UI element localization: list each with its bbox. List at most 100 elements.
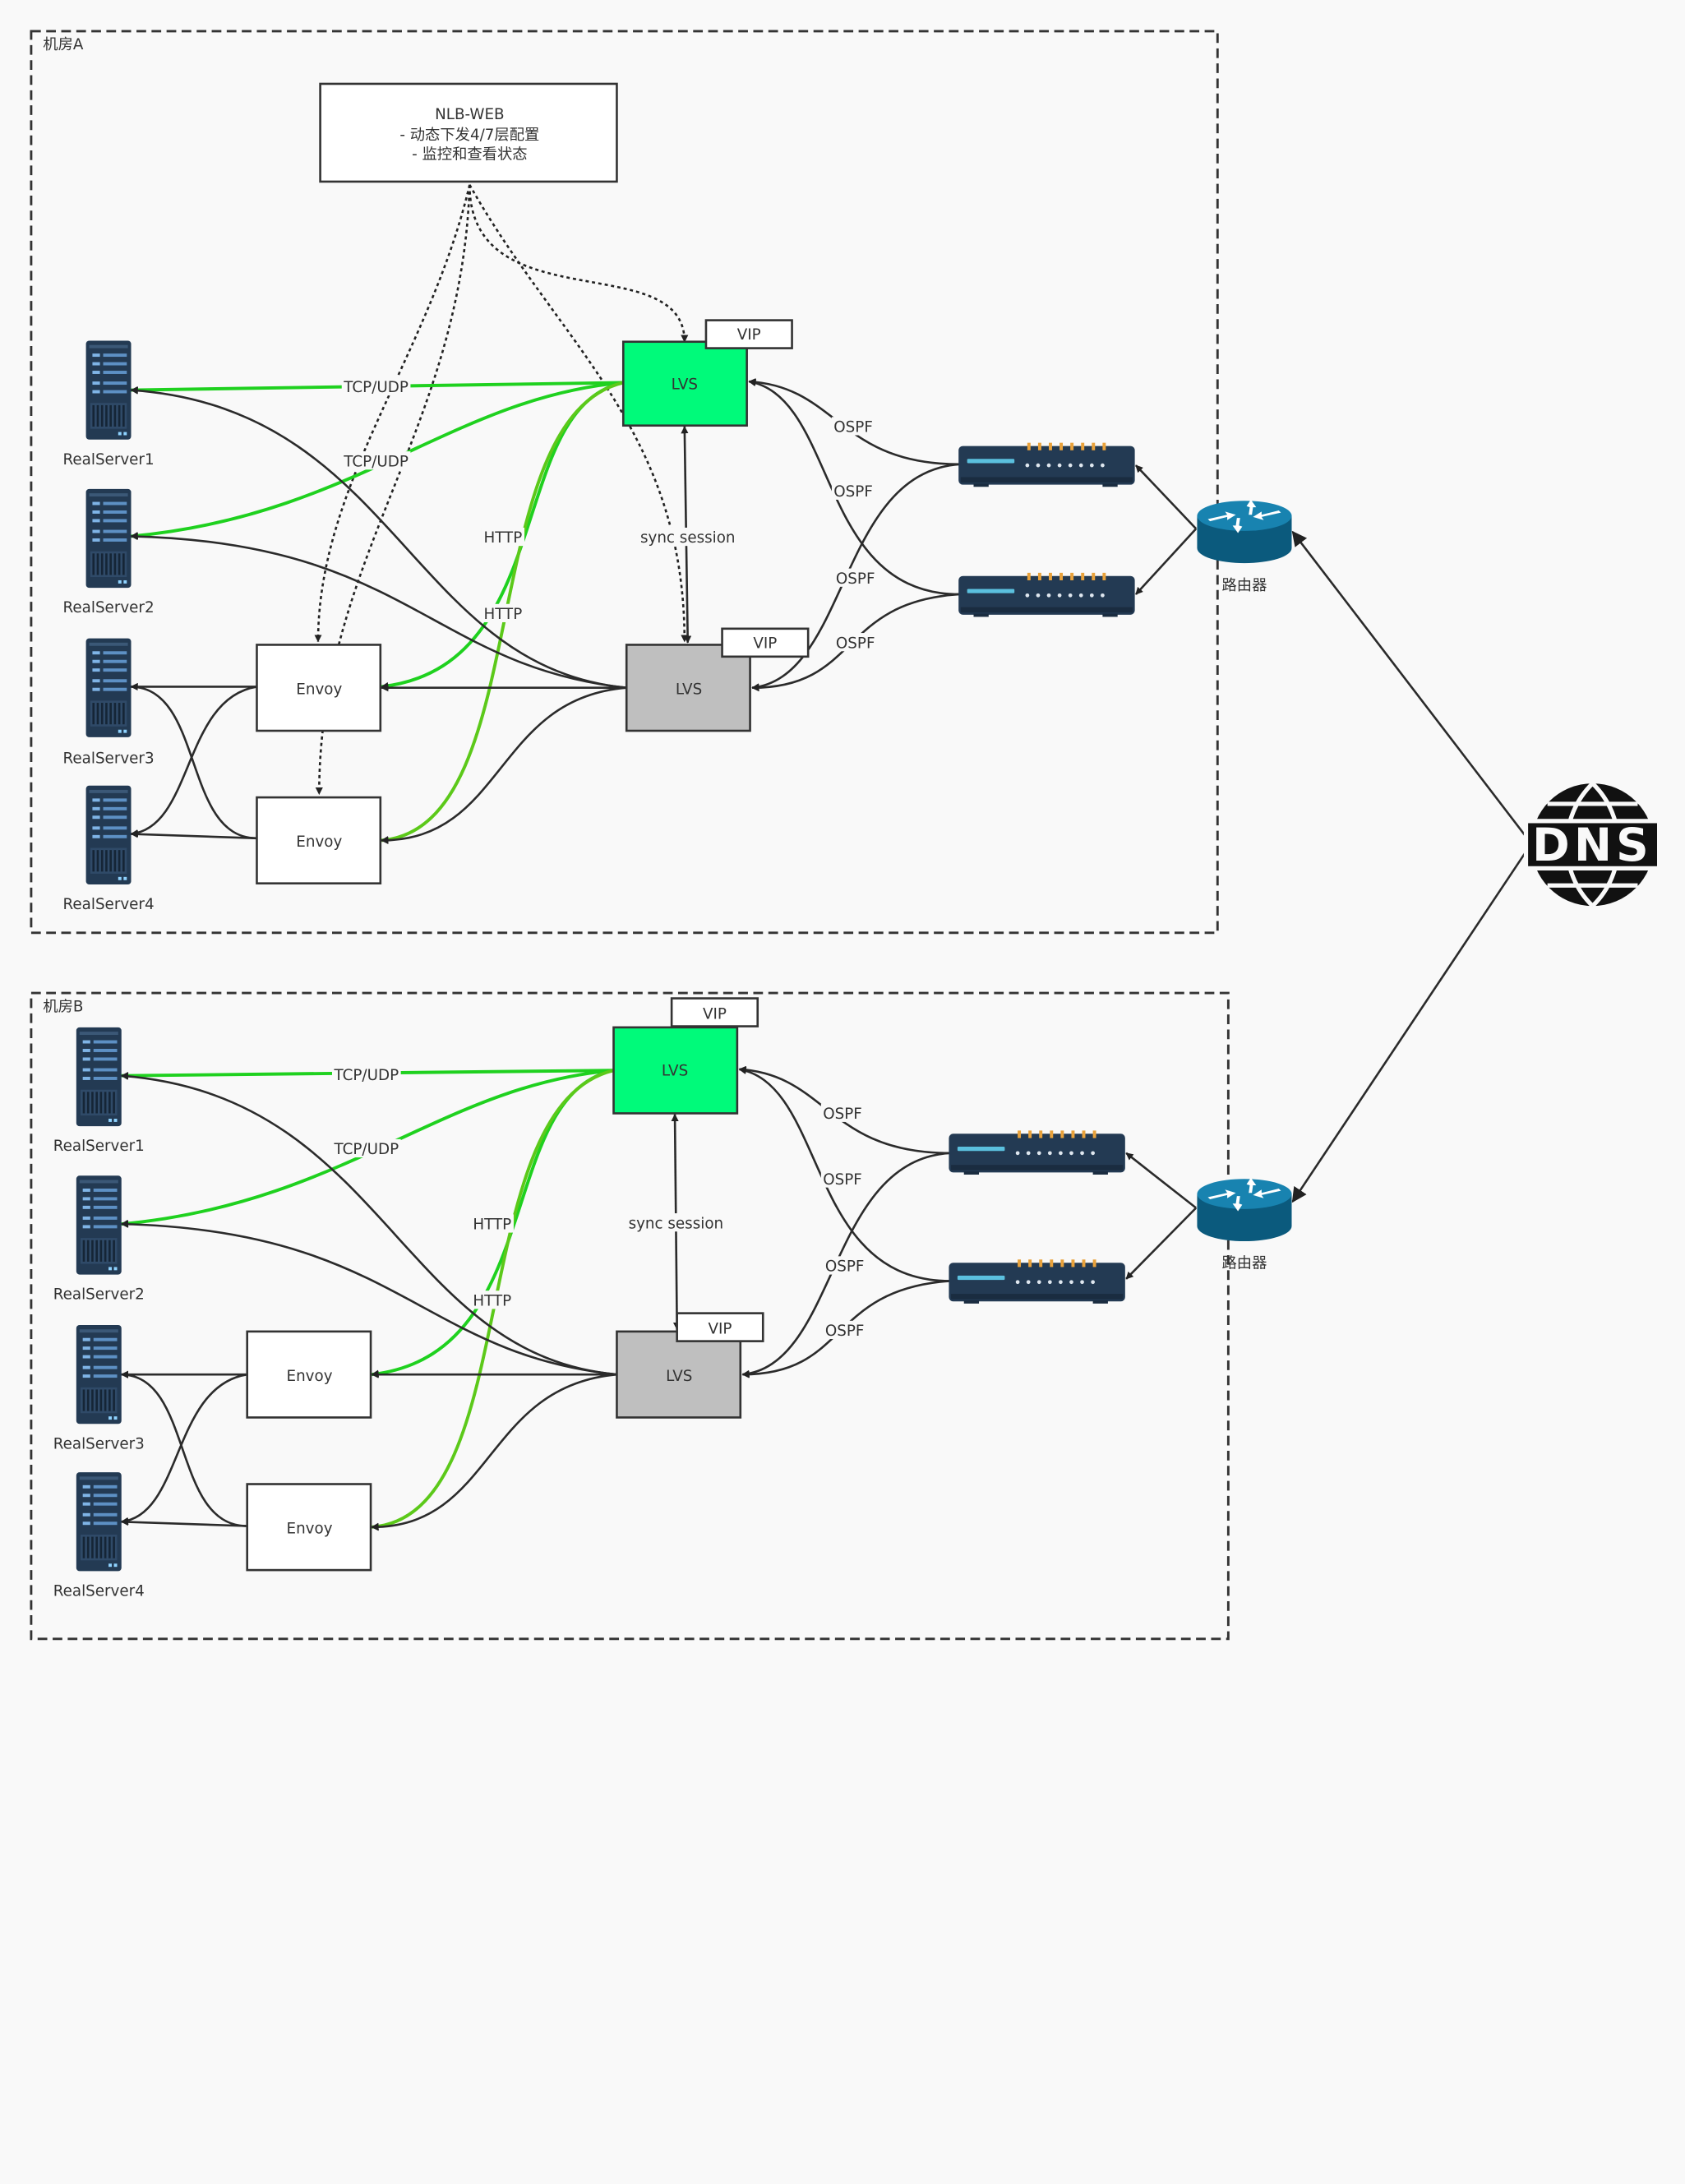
router-b-label: 路由器 [1222,1255,1267,1272]
b-lvs-standby-envoy2-link [371,1373,617,1531]
room-a-frame [30,30,1219,935]
tcp-udp-label: TCP/UDP [343,379,409,396]
room-b-servers: RealServer1 RealServer2 RealServer3 Real… [53,1027,145,1600]
envoy1-rs4-link [130,686,257,838]
lvs-standby-rs1-link [130,386,627,690]
ospf-label: OSPF [836,570,875,588]
nlb-web-box: NLB-WEB - 动态下发4/7层配置 - 监控和查看状态 [319,82,618,183]
lvs-active-b: LVS [612,1026,739,1115]
realserver-a1-label: RealServer1 [63,451,155,469]
server-icon [76,1325,122,1424]
envoy2-rs3-link [130,682,257,840]
router-a-label: 路由器 [1222,577,1267,594]
room-b-link-labels: TCP/UDP TCP/UDP HTTP HTTP sync session O… [331,1064,866,1340]
lvs-standby-b: LVS [616,1330,742,1419]
b-lvs-standby-rs2-link [120,1220,617,1376]
switch-icon [949,1259,1125,1304]
envoy-a1-label: Envoy [296,681,342,699]
server-icon [76,1027,122,1127]
dns-router-a-link [1291,530,1533,845]
nlb-web-line1: - 动态下发4/7层配置 [399,127,539,144]
switch-icon [958,442,1135,487]
dns-globe-icon: DNS [1523,782,1662,908]
sync-session-label: sync session [629,1215,724,1232]
lvs-standby-a: LVS [625,644,751,732]
room-b-switches [949,1130,1125,1304]
realserver-a2-label: RealServer2 [63,599,155,616]
switch-icon [958,572,1135,617]
b-envoy2-rs4-link [120,1517,247,1527]
server-icon [76,1175,122,1275]
ospf-label: OSPF [825,1258,865,1276]
lvs-standby-a-label: LVS [676,681,702,699]
room-a-label: 机房A [43,36,84,53]
ospf-label: OSPF [836,635,875,652]
vip-a-active: VIP [704,319,793,349]
router-b-sw2-link [1125,1207,1198,1280]
router-icon [1197,1177,1292,1242]
realserver-b4-label: RealServer4 [53,1582,145,1600]
envoy-a2-label: Envoy [296,833,342,851]
room-b-router: 路由器 [1197,1177,1292,1272]
switch-icon [949,1130,1125,1175]
sync-session-label: sync session [640,529,736,547]
lvs-active-b-label: LVS [662,1063,688,1080]
lvs-active-a-label: LVS [672,376,698,393]
tcp-udp-label: TCP/UDP [343,453,409,470]
http-label: HTTP [483,606,522,623]
router-icon [1197,499,1292,564]
room-a-servers: RealServer1 RealServer2 RealServer3 Real… [63,340,155,913]
vip-b-active-label: VIP [703,1005,727,1023]
lvs-standby-rs2-link [130,533,627,690]
ospf-label: OSPF [833,419,873,436]
ospf-label: OSPF [823,1106,862,1123]
nlb-web-title: NLB-WEB [435,106,505,123]
envoy-b1: Envoy [246,1330,372,1419]
room-a-switches [958,442,1135,617]
room-a-links [130,184,1198,844]
nlb-to-lvs-active-link [469,184,689,343]
nlb-to-lvs-standby-link [469,184,689,643]
http-label: HTTP [473,1217,511,1234]
realserver-b2-label: RealServer2 [53,1286,145,1304]
router-b-sw1-link [1125,1152,1197,1209]
lvs-standby-envoy2-link [381,686,627,844]
vip-a-active-label: VIP [737,326,761,344]
vip-b-standby: VIP [676,1312,764,1342]
room-a-link-labels: TCP/UDP TCP/UDP HTTP HTTP sync session O… [341,376,877,652]
envoy-b2: Envoy [246,1483,372,1572]
lvs-standby-b-label: LVS [666,1368,692,1385]
room-b-frame [30,991,1230,1641]
envoy-a1: Envoy [256,644,382,732]
server-icon [76,1472,122,1572]
envoy2-rs4-link [130,830,257,840]
dns-router-b-link [1291,843,1533,1203]
nlb-web-line2: - 监控和查看状态 [412,145,528,163]
envoy-b1-label: Envoy [287,1368,333,1385]
realserver-a4-label: RealServer4 [63,896,155,913]
envoy-a2: Envoy [256,796,382,884]
b-envoy2-rs3-link [120,1370,247,1527]
tcp-udp-label: TCP/UDP [334,1067,399,1084]
ospf-label: OSPF [825,1323,865,1340]
room-b-label: 机房B [43,998,83,1015]
router-a-sw2-link [1134,528,1198,595]
vip-a-standby: VIP [721,627,810,658]
server-icon [85,785,132,884]
b-envoy1-rs4-link [120,1373,247,1525]
network-diagram: 机房A 机房B [30,30,1662,1641]
room-a-router: 路由器 [1197,499,1292,594]
nlb-to-envoy1-link [314,184,471,643]
ospf-label: OSPF [833,483,873,501]
vip-b-active: VIP [670,997,759,1027]
realserver-a3-label: RealServer3 [63,750,155,767]
lvs-active-a: LVS [621,340,748,427]
router-a-sw1-link [1134,464,1198,530]
server-icon [85,638,132,737]
server-icon [85,488,132,589]
vip-a-standby-label: VIP [753,635,777,652]
b-lvs-standby-rs1-link [120,1072,617,1376]
http-label: HTTP [483,529,522,547]
dns-logo-text: DNS [1532,819,1653,871]
